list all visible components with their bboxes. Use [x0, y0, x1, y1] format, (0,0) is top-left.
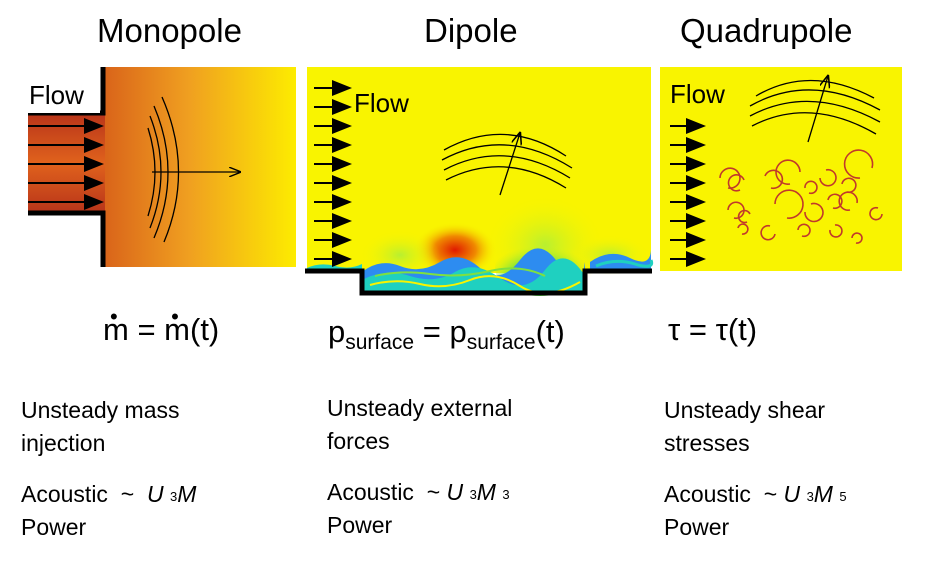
dipole-title: Dipole [424, 12, 518, 49]
dipole-inlet-arrows [314, 80, 352, 267]
quadrupole-wavefronts [749, 79, 881, 135]
monopole-title: Monopole [97, 12, 242, 49]
dipole-wavefronts [441, 133, 573, 189]
quadrupole-propagation-arrow [807, 76, 828, 143]
quadrupole-panel [660, 67, 902, 271]
monopole-inlet-arrows [28, 118, 104, 210]
monopole-flow-label: Flow [29, 80, 84, 110]
monopole-power: Acoustic ~ U 3M Power [21, 481, 197, 540]
quadrupole-power: Acoustic ~ U 3M 5 Power [664, 481, 847, 540]
dipole-power: Acoustic ~ U 3M 3 Power [327, 479, 510, 538]
quadrupole-description: Unsteady shear stresses [664, 397, 826, 456]
dipole-description: Unsteady external forces [327, 395, 513, 454]
monopole-description: Unsteady mass injection [21, 397, 180, 456]
quadrupole-eddies [719, 149, 883, 244]
monopole-equation: •m = •m(t) [103, 304, 220, 347]
dipole-flow-label: Flow [354, 88, 409, 118]
quadrupole-inlet-arrows [670, 118, 706, 267]
quadrupole-equation: τ = τ(t) [668, 312, 758, 347]
quadrupole-title: Quadrupole [680, 12, 853, 49]
dipole-equation: psurface = psurface(t) [328, 314, 565, 355]
dipole-panel [305, 67, 654, 296]
quadrupole-flow-label: Flow [670, 79, 725, 109]
dipole-propagation-arrow [499, 133, 520, 196]
monopole-panel [25, 67, 296, 267]
